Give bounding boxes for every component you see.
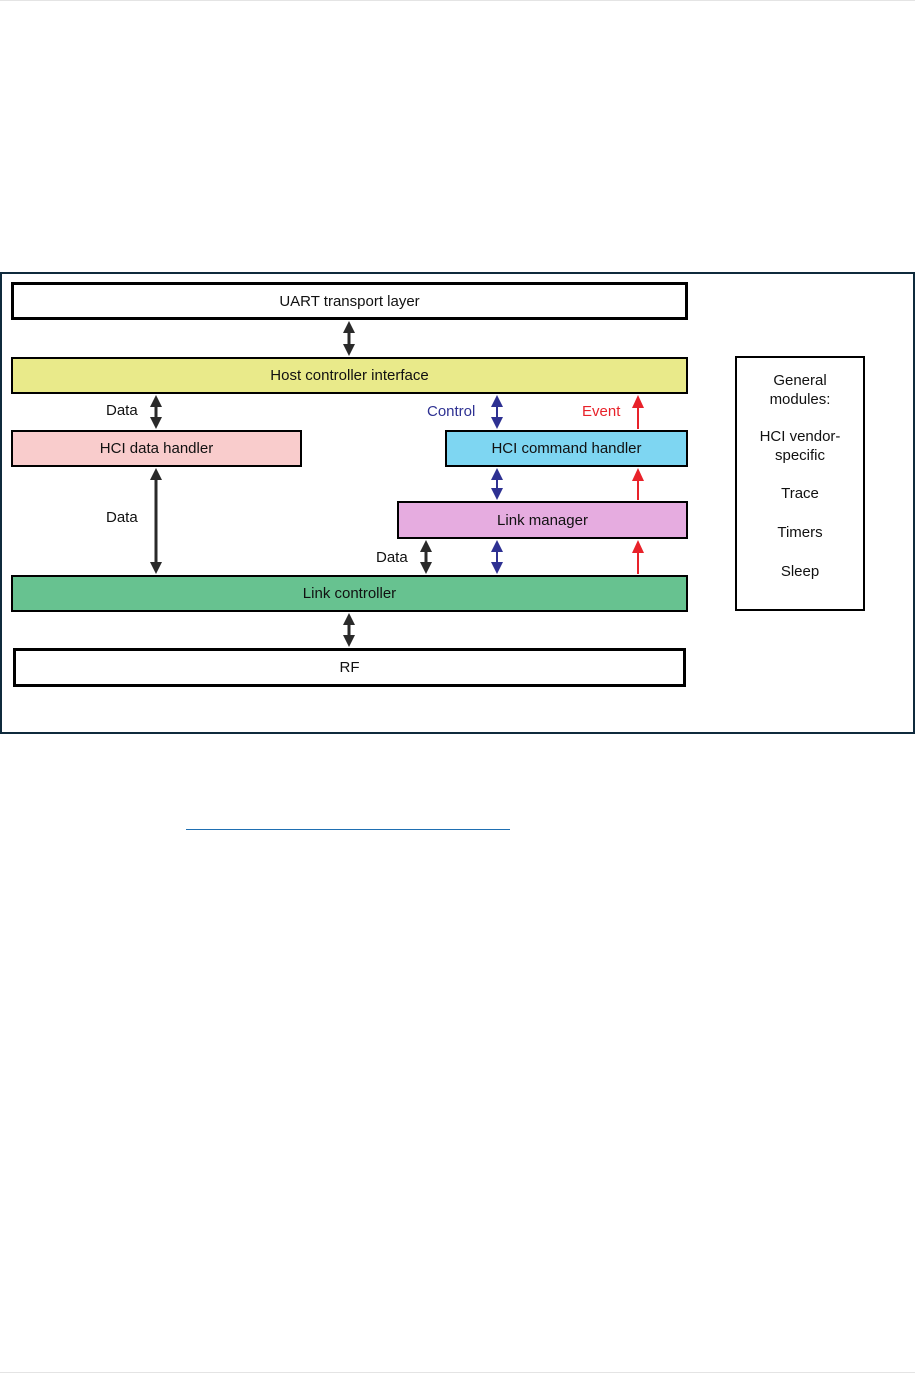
control-arrow-manager-controller: [491, 540, 503, 574]
module-item: Timers: [737, 523, 863, 542]
uart-hci-arrow: [343, 321, 355, 356]
control-label: Control: [427, 403, 475, 420]
general-modules-title-line1: General: [737, 371, 863, 390]
link-manager-data-arrow: [420, 540, 432, 574]
event-arrow-hci: [632, 395, 644, 429]
control-arrow-command-manager: [491, 468, 503, 500]
module-item: specific: [737, 446, 863, 465]
link-controller-rf-arrow: [343, 613, 355, 647]
data-label-top: Data: [106, 402, 138, 419]
control-arrow-hci: [491, 395, 503, 429]
module-item: Trace: [737, 484, 863, 503]
event-arrow-manager-controller: [632, 540, 644, 574]
event-arrow-command-manager: [632, 468, 644, 500]
data-label-lower: Data: [376, 549, 408, 566]
module-item: Sleep: [737, 562, 863, 581]
general-modules-title-line2: modules:: [737, 390, 863, 409]
event-label: Event: [582, 403, 620, 420]
hyperlink-underline[interactable]: [186, 829, 510, 830]
page-bottom-rule: [0, 1372, 915, 1373]
general-modules-box: General modules: HCI vendor- specific Tr…: [735, 356, 865, 611]
data-label-middle: Data: [106, 509, 138, 526]
module-item: HCI vendor-: [737, 427, 863, 446]
data-handler-link-controller-arrow: [150, 468, 162, 574]
hci-data-handler-arrow: [150, 395, 162, 429]
